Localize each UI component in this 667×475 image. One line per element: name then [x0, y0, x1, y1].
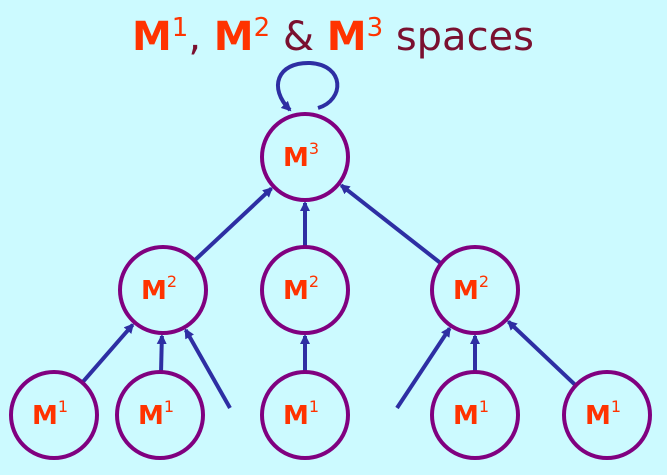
- title-m3-sup: 3: [367, 13, 384, 43]
- node-label-letter: M: [453, 276, 479, 306]
- node-label-superscript: 2: [479, 272, 489, 291]
- node-label: M3: [283, 139, 319, 173]
- node-m3: M3: [260, 112, 350, 202]
- node-label: M1: [283, 397, 319, 431]
- title-m2: M: [214, 14, 254, 60]
- edge-arrow-m2-left-to-m3: [193, 186, 273, 263]
- node-circle: [260, 370, 350, 460]
- node-label-letter: M: [585, 401, 611, 431]
- node-label: M1: [585, 397, 621, 431]
- node-m1-3: M1: [260, 370, 350, 460]
- node-label: M2: [141, 272, 177, 306]
- edge-arrow-open-right-to-m2-right: [395, 326, 452, 410]
- node-label: M1: [453, 397, 489, 431]
- node-m2-right: M2: [430, 245, 520, 335]
- node-label-superscript: 1: [611, 397, 621, 416]
- node-circle: [562, 370, 652, 460]
- edge-arrow-m1-2-to-m2-left: [156, 333, 167, 373]
- title-m1: M: [132, 14, 172, 60]
- node-label: M2: [283, 272, 319, 306]
- node-circle: [430, 370, 520, 460]
- node-m1-5: M1: [562, 370, 652, 460]
- node-label-letter: M: [32, 401, 58, 431]
- node-label-superscript: 2: [309, 272, 319, 291]
- diagram-title: M1, M2 & M3 spaces: [132, 13, 534, 60]
- node-circle: [260, 245, 350, 335]
- node-circle: [260, 112, 350, 202]
- node-label-superscript: 1: [58, 397, 68, 416]
- node-circle: [9, 370, 99, 460]
- node-m2-left: M2: [118, 245, 208, 335]
- node-label-letter: M: [283, 276, 309, 306]
- node-label: M1: [32, 397, 68, 431]
- node-label-letter: M: [283, 401, 309, 431]
- node-label-letter: M: [141, 276, 167, 306]
- edge-arrow-m1-5-to-m2-right: [506, 320, 578, 387]
- node-label-superscript: 1: [164, 397, 174, 416]
- node-label-letter: M: [138, 401, 164, 431]
- node-label-superscript: 3: [309, 139, 319, 158]
- title-m2-sup: 2: [254, 13, 271, 43]
- node-label-superscript: 1: [479, 397, 489, 416]
- node-m1-2: M1: [115, 370, 205, 460]
- edge-arrow-open-left-to-m2-left: [183, 328, 232, 409]
- node-m1-1: M1: [9, 370, 99, 460]
- title-rest: spaces: [383, 14, 534, 60]
- edge-arrow-m1-1-to-m2-left: [80, 323, 135, 384]
- node-label-superscript: 2: [167, 272, 177, 291]
- title-sep1: ,: [188, 14, 213, 60]
- edges-layer: [80, 60, 578, 410]
- node-label-letter: M: [283, 143, 309, 173]
- node-label: M1: [138, 397, 174, 431]
- self-loop-arrow: [276, 60, 340, 112]
- node-circle: [115, 370, 205, 460]
- node-label-superscript: 1: [309, 397, 319, 416]
- node-m1-4: M1: [430, 370, 520, 460]
- node-m2-center: M2: [260, 245, 350, 335]
- edge-arrow-m2-right-to-m3: [339, 183, 443, 266]
- title-m3: M: [327, 14, 367, 60]
- title-m1-sup: 1: [172, 13, 189, 43]
- node-circle: [430, 245, 520, 335]
- node-circle: [118, 245, 208, 335]
- title-sep2: &: [270, 14, 327, 60]
- node-label-letter: M: [453, 401, 479, 431]
- node-label: M2: [453, 272, 489, 306]
